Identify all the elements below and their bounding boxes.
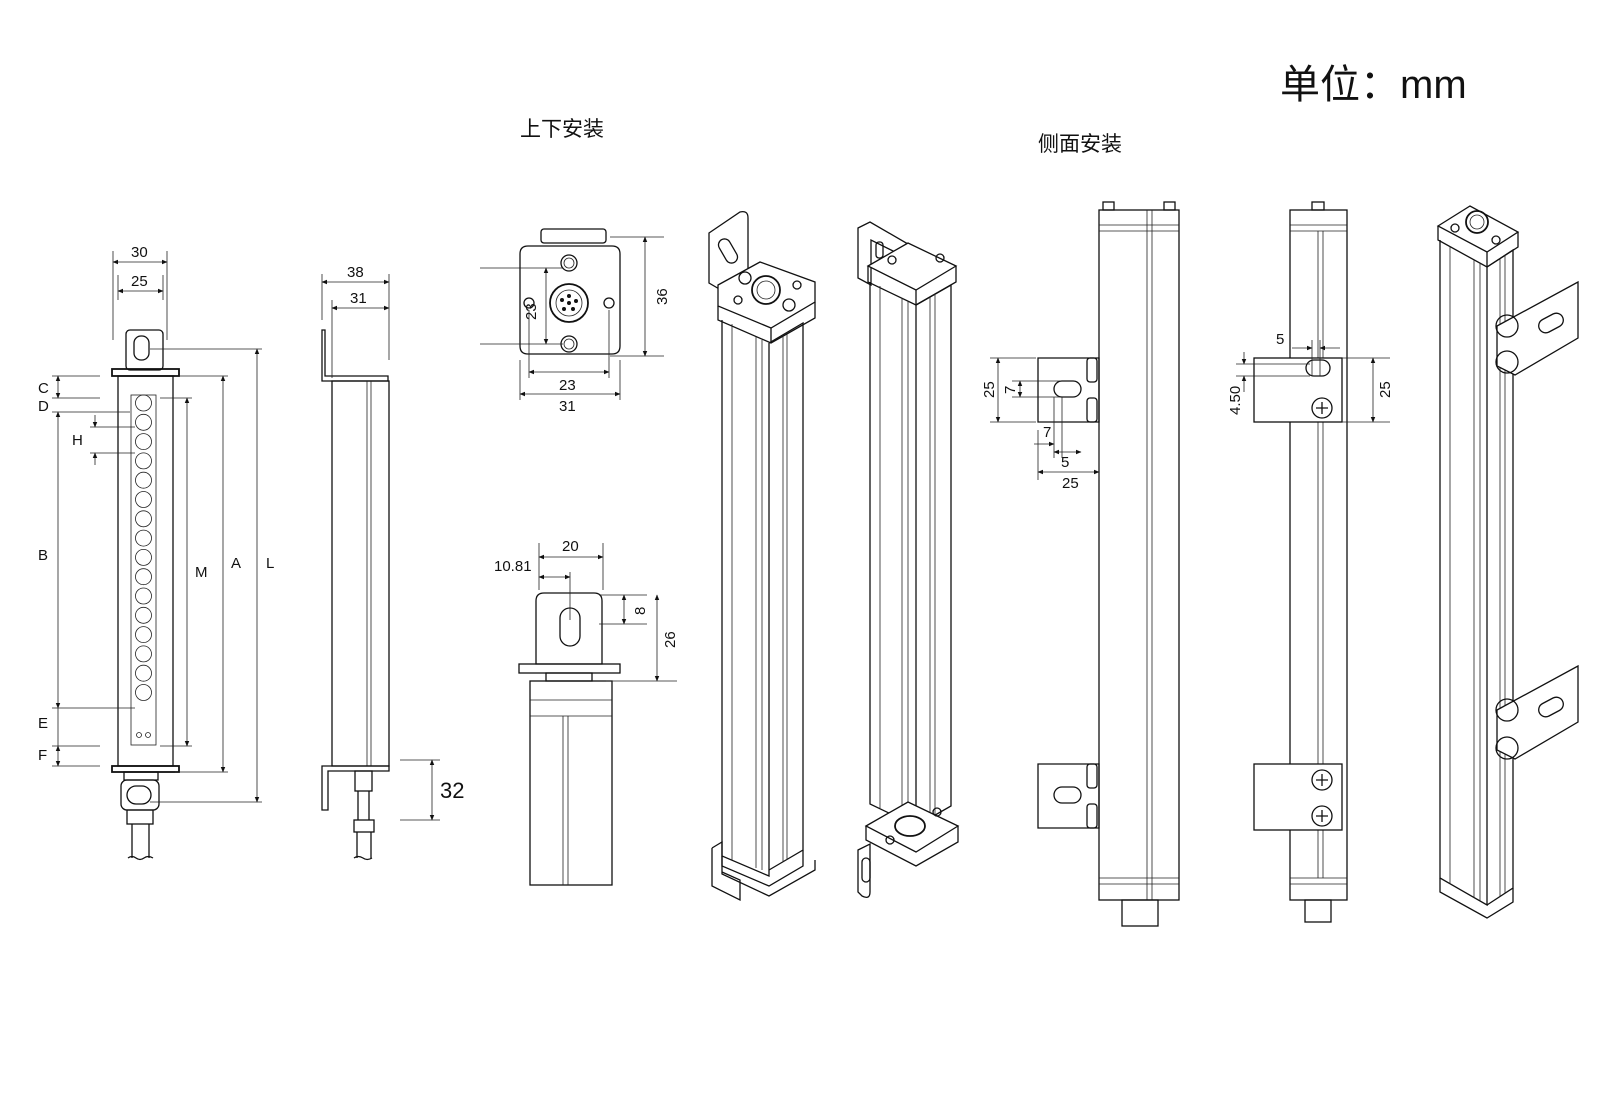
top-mount-plate xyxy=(519,228,621,355)
side-cable-length: 32 xyxy=(440,778,464,803)
side-b-height: 25 xyxy=(1377,381,1394,398)
beam-holes xyxy=(135,394,152,701)
side-b-slot-offset: 5 xyxy=(1276,331,1284,348)
beam-hole xyxy=(135,549,152,566)
label-e: E xyxy=(38,715,48,732)
bracket-slot-height: 8 xyxy=(632,607,649,615)
bracket-offset: 10.81 xyxy=(494,558,532,575)
side-mount-bar-a xyxy=(1037,201,1180,927)
beam-hole xyxy=(135,587,152,605)
bracket-height: 26 xyxy=(662,631,679,648)
label-b: B xyxy=(38,547,48,564)
beam-hole xyxy=(135,394,152,412)
label-l: L xyxy=(266,555,274,572)
side-width-outer: 38 xyxy=(347,264,364,281)
title-side-mount: 侧面安装 xyxy=(1038,133,1122,156)
beam-hole xyxy=(135,491,152,508)
front-width-outer: 30 xyxy=(131,244,148,261)
beam-hole xyxy=(135,664,152,682)
side-mount-bar-b xyxy=(1253,201,1348,923)
side-width-inner: 31 xyxy=(350,290,367,307)
beam-hole xyxy=(135,413,152,431)
beam-hole xyxy=(135,471,152,489)
beam-hole xyxy=(135,626,152,643)
front-view xyxy=(111,329,180,861)
side-view-dimensions: 38 31 32 xyxy=(321,264,464,821)
front-view-dimensions: 30 25 C D H B E F M A xyxy=(38,244,274,803)
bracket-width: 20 xyxy=(562,538,579,555)
side-view xyxy=(321,329,390,861)
beam-hole xyxy=(135,606,152,624)
side-a-gap-a: 7 xyxy=(1043,424,1051,441)
side-mount-b-dimensions: 5 4.50 25 xyxy=(1227,331,1394,423)
side-a-width: 25 xyxy=(1062,475,1079,492)
side-a-height: 25 xyxy=(981,381,998,398)
label-h: H xyxy=(72,432,83,449)
beam-hole xyxy=(135,645,152,663)
beam-hole xyxy=(135,510,152,528)
top-hole-pitch-h: 23 xyxy=(559,377,576,394)
side-a-slot-width: 7 xyxy=(1002,386,1019,394)
beam-hole xyxy=(135,452,152,470)
label-c: C xyxy=(38,380,49,397)
bracket-detail xyxy=(518,592,621,886)
isometric-bar-top-mount-b xyxy=(857,221,960,898)
beam-hole xyxy=(135,529,152,547)
label-d: D xyxy=(38,398,49,415)
front-width-inner: 25 xyxy=(131,273,148,290)
top-mount-dimensions: 23 36 23 31 xyxy=(480,236,671,415)
isometric-bar-side-mount xyxy=(1436,205,1579,919)
top-width: 31 xyxy=(559,398,576,415)
bracket-detail-dimensions: 20 10.81 8 26 xyxy=(494,538,679,682)
title-vertical-mount: 上下安装 xyxy=(520,118,604,141)
beam-hole xyxy=(135,568,152,586)
label-f: F xyxy=(38,747,47,764)
side-b-slot-height: 4.50 xyxy=(1227,386,1244,415)
isometric-bar-top-mount-a xyxy=(708,210,816,902)
beam-hole xyxy=(135,684,152,701)
side-mount-a-dimensions: 25 7 7 5 25 xyxy=(981,357,1100,492)
label-m: M xyxy=(195,564,208,581)
top-hole-pitch-v: 23 xyxy=(523,303,540,320)
label-a: A xyxy=(231,555,241,572)
top-height: 36 xyxy=(654,288,671,305)
beam-hole xyxy=(135,433,152,451)
side-a-gap-b: 5 xyxy=(1061,454,1069,471)
unit-label: 单位：mm xyxy=(1280,63,1467,107)
